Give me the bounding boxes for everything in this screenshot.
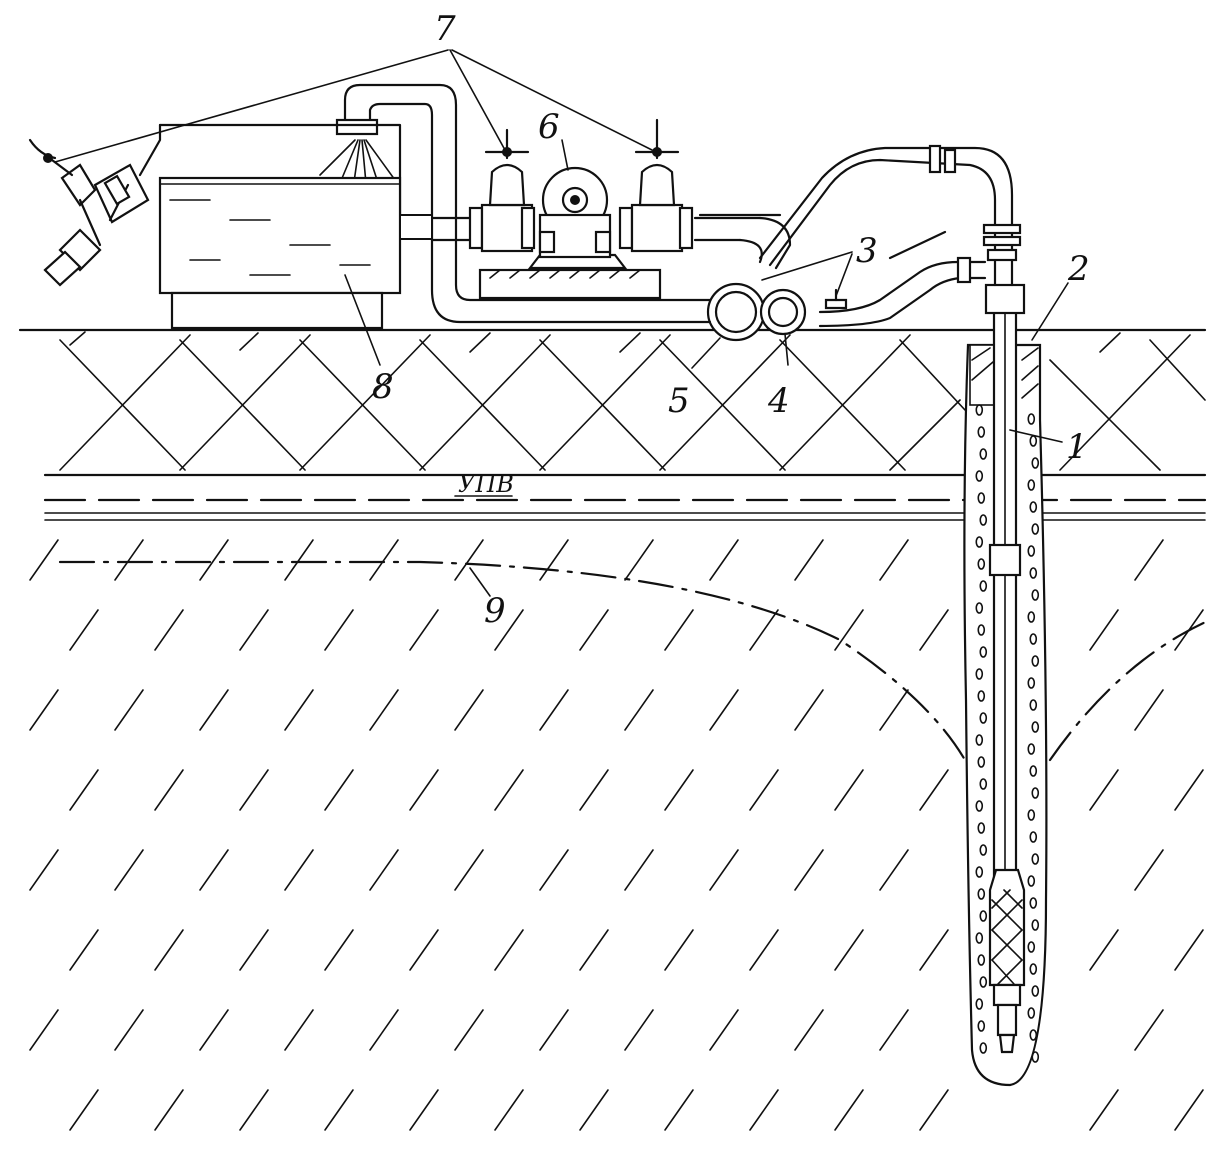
lower-soil-hatching	[29, 539, 1204, 1131]
filter-screen	[988, 868, 1026, 1054]
label-1: 1	[1066, 427, 1088, 467]
valve-right	[618, 118, 694, 253]
depression-curve: 9	[58, 560, 1212, 762]
wellpoint	[963, 283, 1048, 1087]
label-5: 5	[668, 381, 690, 421]
label-2-group: 2	[1031, 249, 1090, 341]
label-3: 3	[856, 231, 878, 271]
water-tank: 8	[138, 123, 433, 407]
label-9: 9	[484, 591, 506, 631]
label-upv: УПВ	[458, 470, 514, 498]
vacuum-valve	[28, 138, 150, 287]
pump-unit: 6	[430, 107, 792, 300]
label-8: 8	[372, 367, 394, 407]
gravel-filter	[975, 404, 1040, 1063]
upper-soil-layer	[18, 328, 1207, 477]
riser-pipe	[698, 144, 1022, 328]
valve-left	[468, 128, 536, 253]
label-3-group: 3	[761, 231, 878, 310]
diamond-hatching	[59, 331, 1206, 471]
label-4: 4	[767, 381, 790, 421]
collectors	[691, 282, 807, 369]
label-7: 7	[434, 9, 456, 49]
label-1-group: 1	[1009, 427, 1088, 467]
label-2: 2	[1067, 249, 1090, 289]
label-6: 6	[538, 107, 560, 147]
label-7-leaders: 7	[54, 9, 653, 163]
